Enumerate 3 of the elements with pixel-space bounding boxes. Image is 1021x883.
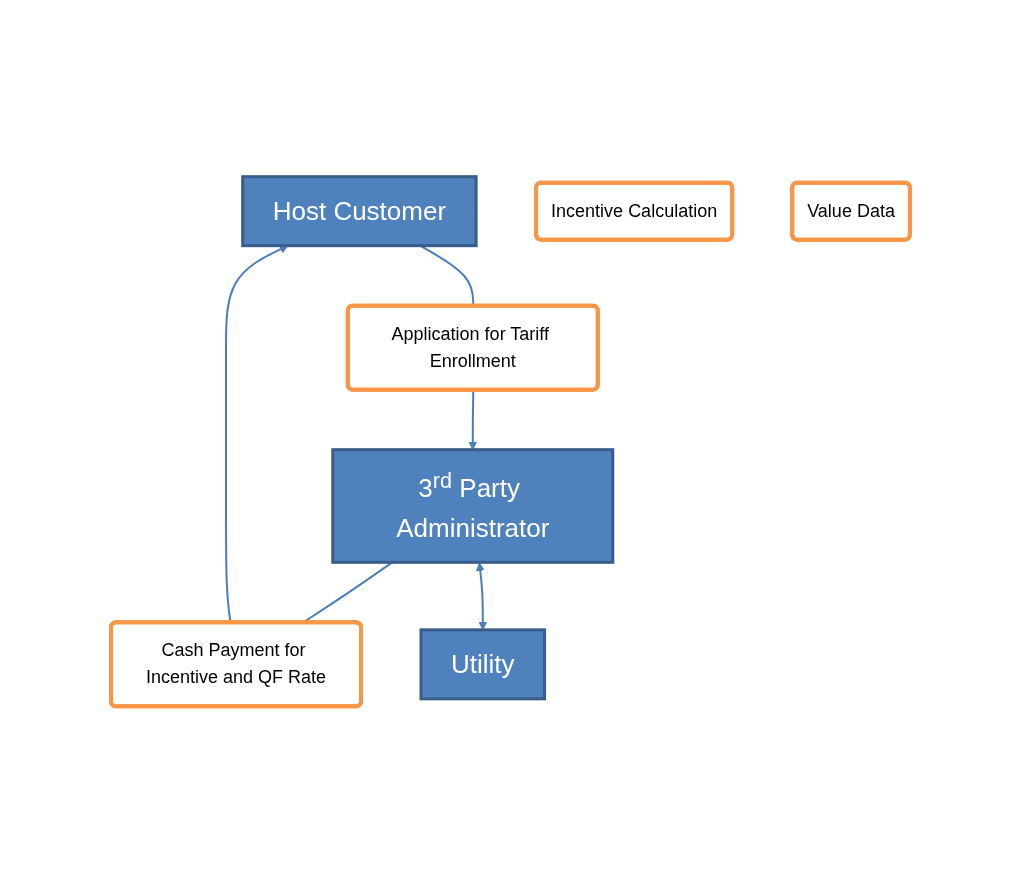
node-box: Utility <box>419 628 547 701</box>
node-box: Host Customer <box>241 175 478 248</box>
node-box: 3$^{rd}$ Party Administrator <box>331 448 615 564</box>
